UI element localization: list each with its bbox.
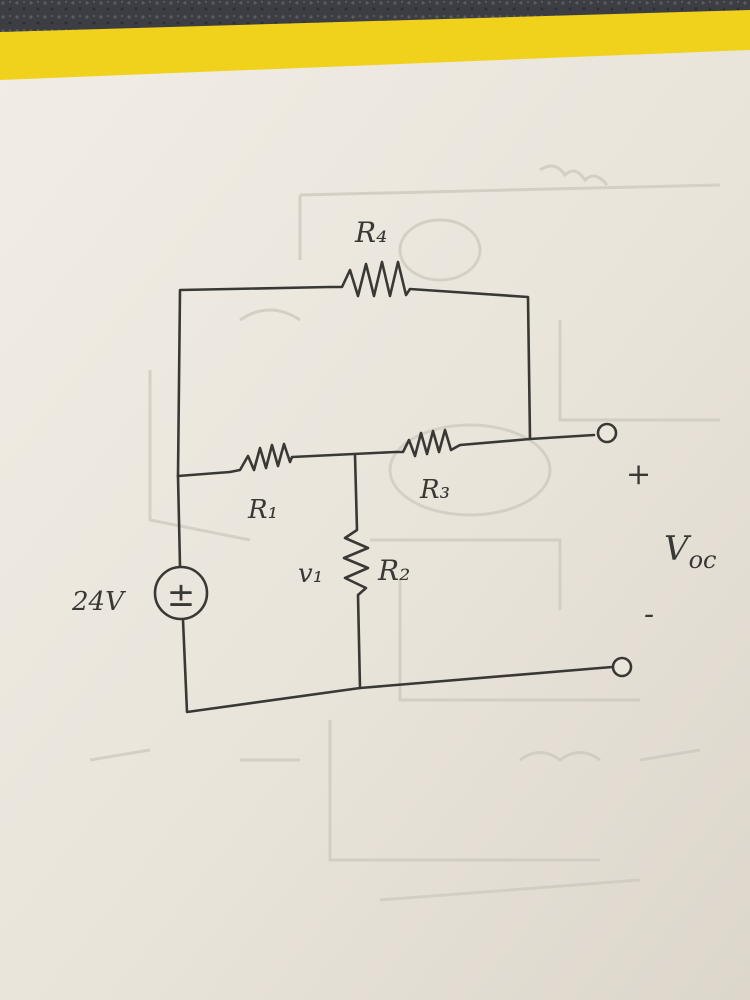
r3-label: R₃ <box>419 475 450 505</box>
paper-sheet <box>0 50 750 1000</box>
voltage-source-sign: ± <box>167 575 196 615</box>
resistor-r1 <box>229 442 294 474</box>
ghost-show-through <box>89 164 721 902</box>
resistor-r4 <box>330 260 412 298</box>
r4-label: R₄ <box>354 216 387 249</box>
resistor-r2 <box>342 528 370 596</box>
resistor-r3 <box>395 428 461 458</box>
circuit-wires <box>176 285 614 714</box>
output-voltage-subscript: oc <box>689 546 717 574</box>
output-terminal-bottom-icon <box>611 656 633 678</box>
output-plus-sign: + <box>626 457 651 492</box>
output-minus-sign: - <box>644 597 654 632</box>
source-value-label: 24V <box>71 587 126 617</box>
output-voltage-symbol: V <box>664 529 692 569</box>
r1-label: R₁ <box>247 495 278 525</box>
r2-label: R₂ <box>377 554 410 587</box>
node-voltage-label: v₁ <box>298 559 323 589</box>
output-voltage-label: Voc <box>664 529 716 574</box>
voltage-source-icon <box>153 565 209 621</box>
yellow-paper-edge <box>0 10 750 82</box>
output-terminal-top-icon <box>596 422 618 444</box>
